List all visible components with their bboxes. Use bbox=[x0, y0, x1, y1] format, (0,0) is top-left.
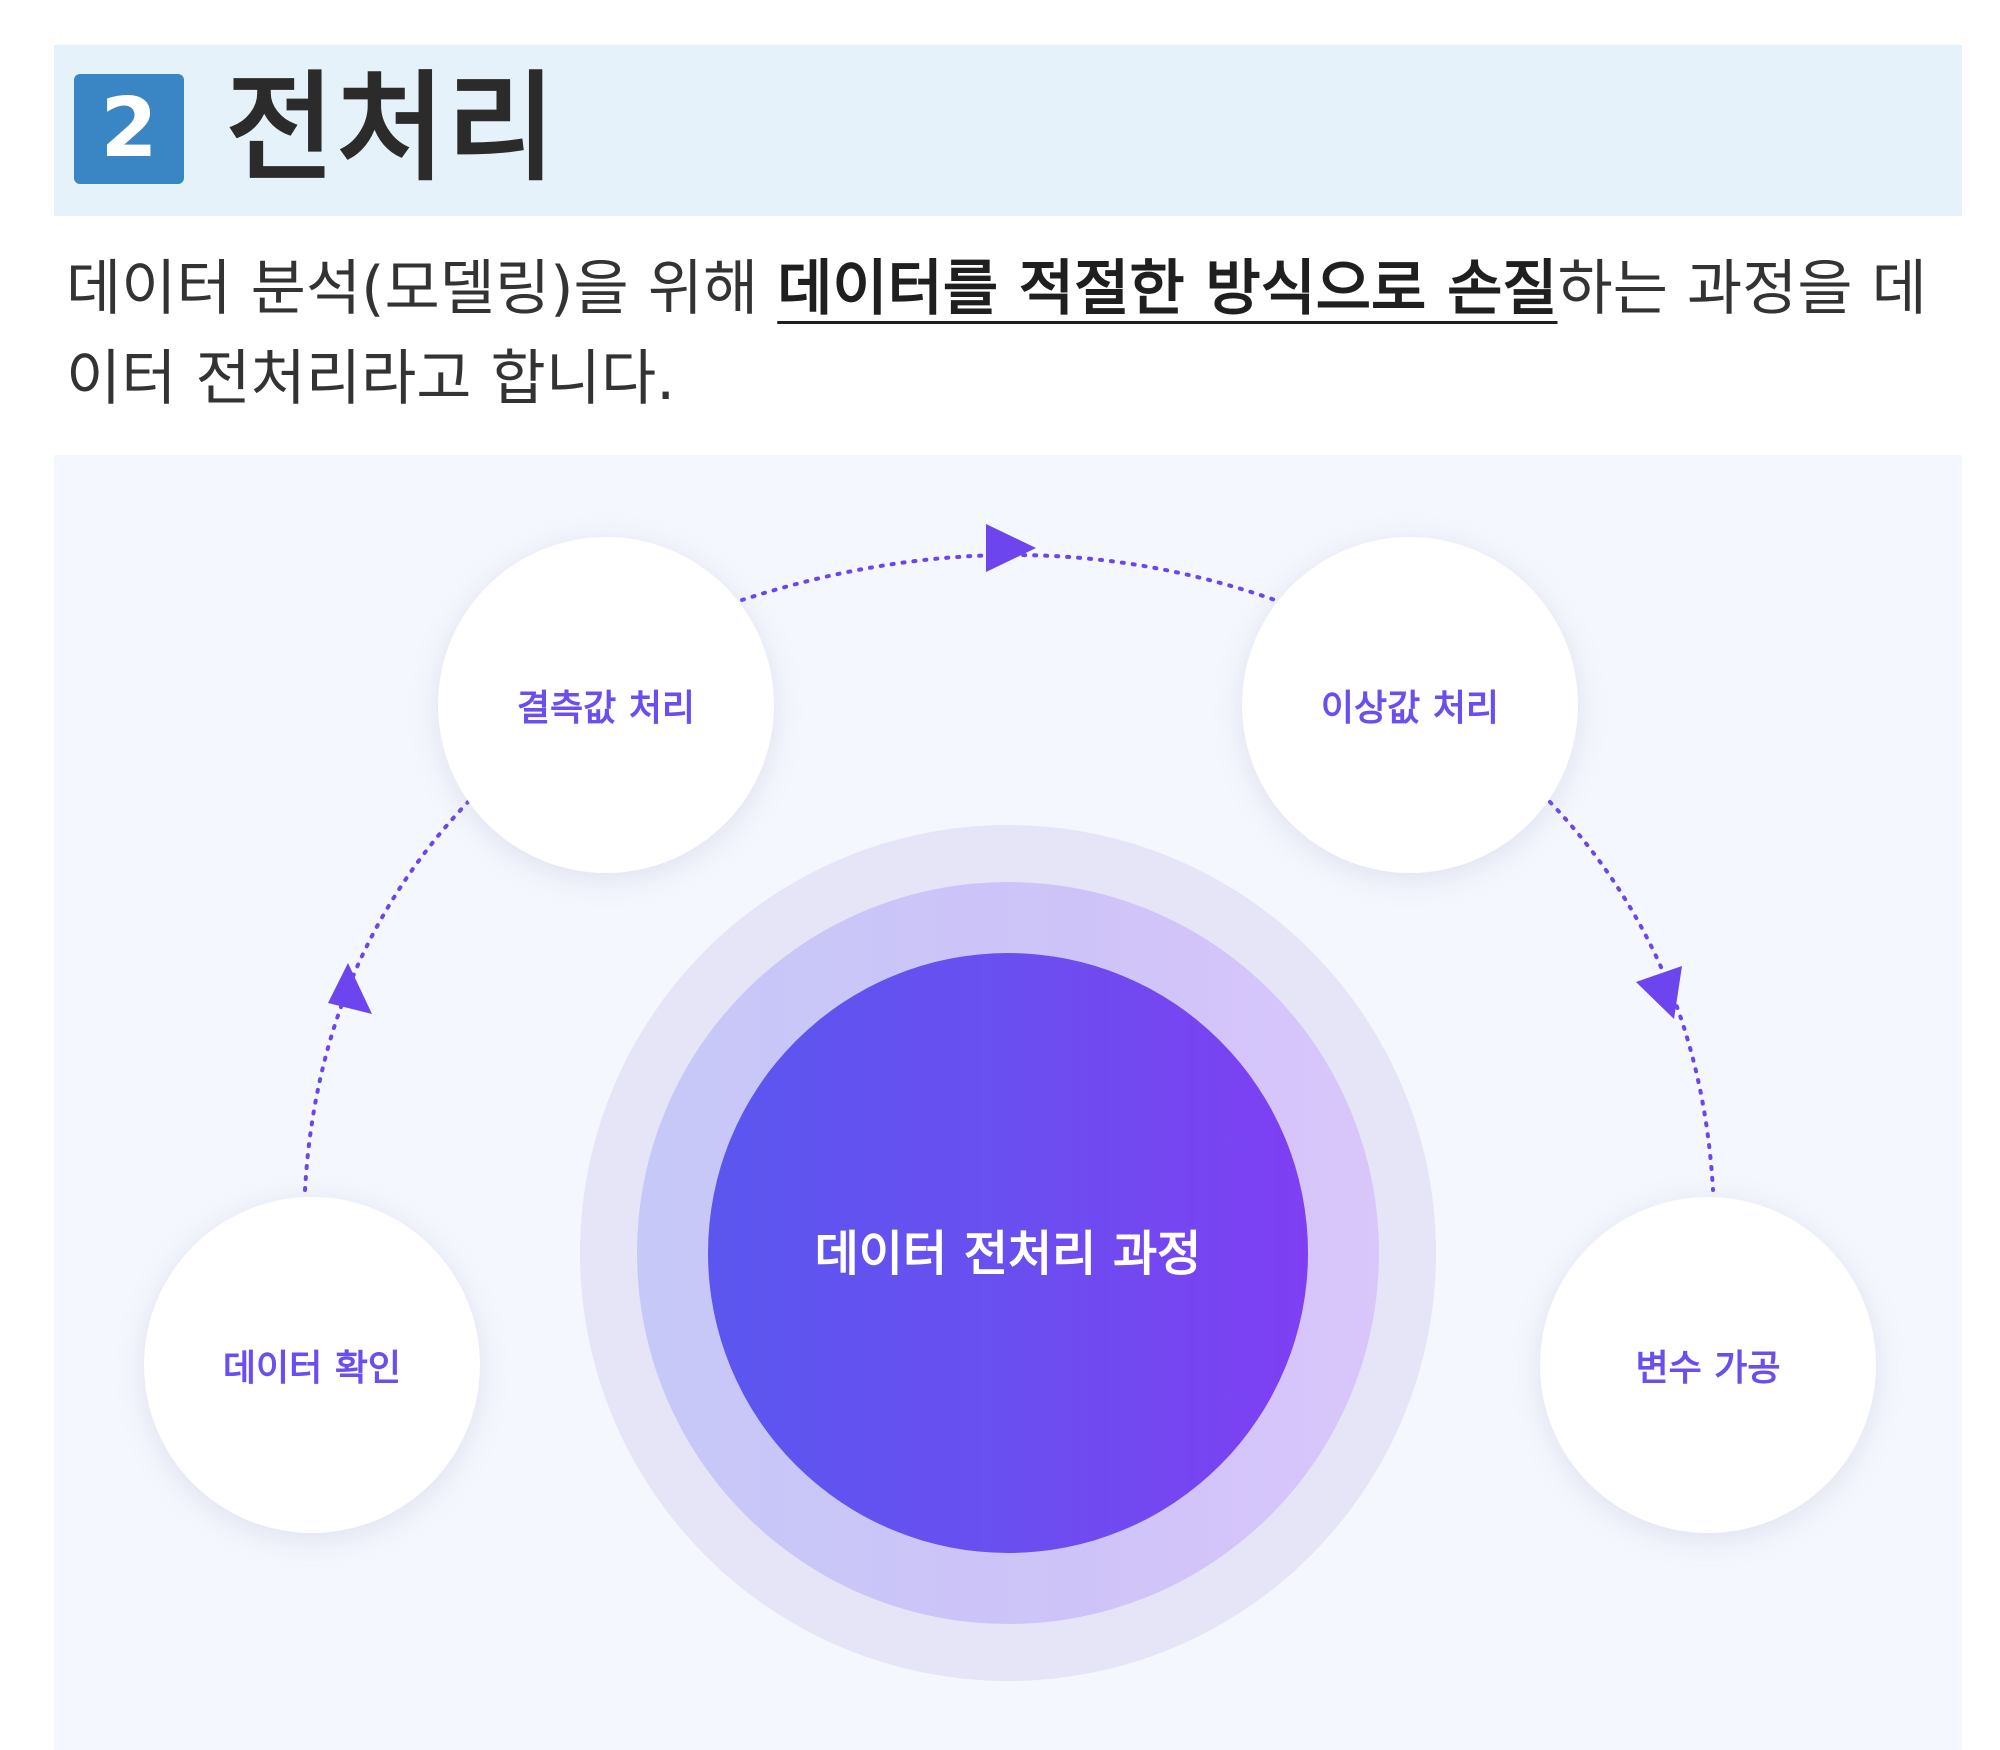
step-node-outliers: 이상값 처리 bbox=[1242, 537, 1578, 873]
intro-emphasis: 데이터를 적절한 방식으로 손질 bbox=[777, 254, 1558, 324]
step-node-missing-values: 결측값 처리 bbox=[438, 537, 774, 873]
step-node-variable-processing: 변수 가공 bbox=[1540, 1197, 1876, 1533]
arrowhead-left bbox=[328, 963, 372, 1014]
step-label: 데이터 확인 bbox=[222, 1348, 402, 1389]
arrowhead-right bbox=[1636, 966, 1682, 1019]
intro-text-after: 하는 과정을 데이터 전처리라고 합니다. bbox=[66, 254, 1927, 414]
intro-text-before: 데이터 분석(모델링)을 위해 bbox=[66, 254, 778, 324]
connector-outlier-to-variable bbox=[1548, 800, 1715, 1192]
section-number-badge: 2 bbox=[74, 74, 184, 184]
step-label: 변수 가공 bbox=[1635, 1348, 1781, 1389]
step-label: 결측값 처리 bbox=[516, 688, 696, 729]
center-label: 데이터 전처리 과정 bbox=[814, 1226, 1202, 1282]
section-header bbox=[54, 45, 1962, 216]
connector-missing-to-outlier bbox=[740, 553, 1277, 602]
step-label: 이상값 처리 bbox=[1320, 688, 1500, 729]
section-title: 전처리 bbox=[226, 59, 558, 197]
step-node-data-check: 데이터 확인 bbox=[144, 1197, 480, 1533]
connector-check-to-missing bbox=[303, 800, 470, 1192]
intro-paragraph: 데이터 분석(모델링)을 위해 데이터를 적절한 방식으로 손질하는 과정을 데… bbox=[66, 244, 1956, 424]
arrowhead-top bbox=[986, 524, 1036, 572]
center-circle: 데이터 전처리 과정 bbox=[708, 953, 1308, 1553]
